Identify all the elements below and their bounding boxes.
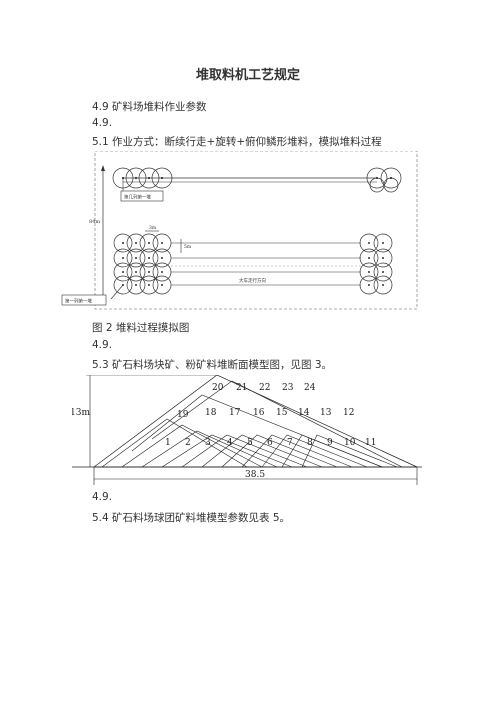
layer-top-label: 22 <box>259 383 270 393</box>
layer-bottom-label: 2 <box>185 438 191 448</box>
layer-outlines <box>101 380 403 468</box>
left-dimension-label: 84m <box>89 219 100 225</box>
section-number: 4.9. <box>92 117 113 129</box>
layer-bottom-label: 4 <box>227 438 233 448</box>
layer-bottom-label: 7 <box>287 438 293 448</box>
section-number: 4.9. <box>92 491 113 503</box>
lower-right-piles <box>359 233 393 295</box>
lower-note-label: 第一列第一堆 <box>65 298 92 305</box>
width-label: 38.5 <box>245 470 265 480</box>
layer-top-label: 23 <box>282 383 294 393</box>
layer-mid-label: 19 <box>177 410 189 420</box>
layer-top-label: 24 <box>304 383 316 393</box>
layer-mid-label: 17 <box>229 408 241 418</box>
layer-bottom-label: 6 <box>267 438 273 448</box>
cross-section-text: 5.3 矿石料场块矿、粉矿料堆断面模型图，见图 3。 <box>92 359 333 371</box>
layer-mid-label: 16 <box>253 408 265 418</box>
operation-mode-text: 5.1 作业方式：断续行走+旋转+俯仰鳞形堆料，模拟堆料过程 <box>92 136 382 148</box>
upper-note-label: 第几列第一堆 <box>124 194 151 201</box>
layer-bottom-label: 8 <box>307 438 313 448</box>
layer-bottom-label: 5 <box>247 438 253 448</box>
stacking-process-diagram: 84m 第几列第一堆 3m 5m <box>61 151 418 310</box>
layer-mid-label: 13 <box>320 408 332 418</box>
layer-mid-label: 14 <box>298 408 310 418</box>
pellet-pile-text: 5.4 矿石料场球团矿料堆模型参数见表 5。 <box>92 512 291 524</box>
section-number: 4.9. <box>92 339 113 351</box>
layer-top-label: 20 <box>212 383 224 393</box>
section-heading-4-9: 4.9 矿料场堆料作业参数 <box>92 101 207 113</box>
dimension-3m: 3m <box>149 225 157 231</box>
pile-cross-section-diagram: 13m 38.5 20 21 22 23 24 19 18 17 16 15 1… <box>72 375 422 485</box>
figure-2-caption: 图 2 堆料过程摸拟图 <box>92 322 190 334</box>
layer-mid-label: 12 <box>343 408 354 418</box>
dimension-5m: 5m <box>184 244 192 250</box>
height-label: 13m <box>72 408 90 418</box>
travel-direction-label: 大车走行方向 <box>239 277 266 284</box>
layer-bottom-label: 10 <box>344 438 356 448</box>
layer-mid-label: 15 <box>276 408 288 418</box>
layer-top-label: 21 <box>236 383 247 393</box>
layer-bottom-label: 3 <box>205 438 211 448</box>
page-title: 堆取料机工艺规定 <box>195 68 300 83</box>
layer-bottom-label: 9 <box>327 438 333 448</box>
top-row-piles <box>112 167 402 193</box>
layer-bottom-label: 1 <box>165 438 171 448</box>
layer-mid-label: 18 <box>205 408 217 418</box>
layer-bottom-label: 11 <box>365 438 376 448</box>
